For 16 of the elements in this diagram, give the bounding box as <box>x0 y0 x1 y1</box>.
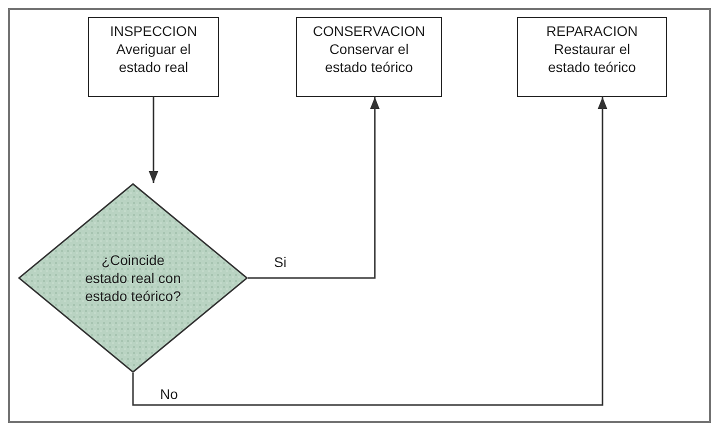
box-text: Restaurar el estado teórico <box>547 40 637 76</box>
box-text: Averiguar el estado real <box>115 40 192 76</box>
arrow <box>132 97 608 406</box>
decision-diamond <box>18 183 248 373</box>
process-box <box>517 17 667 97</box>
process-box <box>296 17 442 97</box>
arrow <box>248 97 380 279</box>
box-heading: INSPECCION <box>110 22 198 40</box>
box-heading: CONSERVACION <box>312 22 426 40</box>
edge-label: Si <box>272 254 288 270</box>
box-text: Conservar el estado teórico <box>324 40 414 76</box>
decision-text: ¿Coincide estado real con estado teórico? <box>85 251 181 305</box>
edge-label: No <box>158 386 180 402</box>
arrow <box>148 97 158 183</box>
box-heading: REPARACION <box>546 22 638 40</box>
process-box <box>88 17 219 97</box>
